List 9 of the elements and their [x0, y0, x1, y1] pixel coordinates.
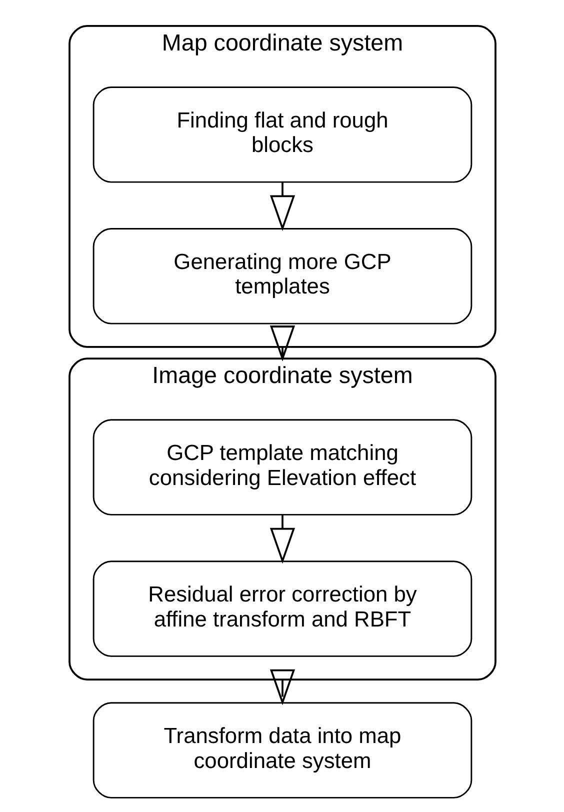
node-box: GCP template matching considering Elevation effect: [92, 419, 472, 516]
arrow: [269, 514, 295, 564]
arrow: [269, 669, 295, 706]
node-box: Generating more GCP templates: [92, 228, 472, 324]
node-box: Finding flat and rough blocks: [92, 86, 472, 183]
arrow: [269, 182, 295, 232]
node-box: Residual error correction by affine transform and RBFT: [92, 560, 472, 657]
arrow: [269, 326, 295, 362]
node-box: Transform data into map coordinate system: [92, 702, 472, 798]
